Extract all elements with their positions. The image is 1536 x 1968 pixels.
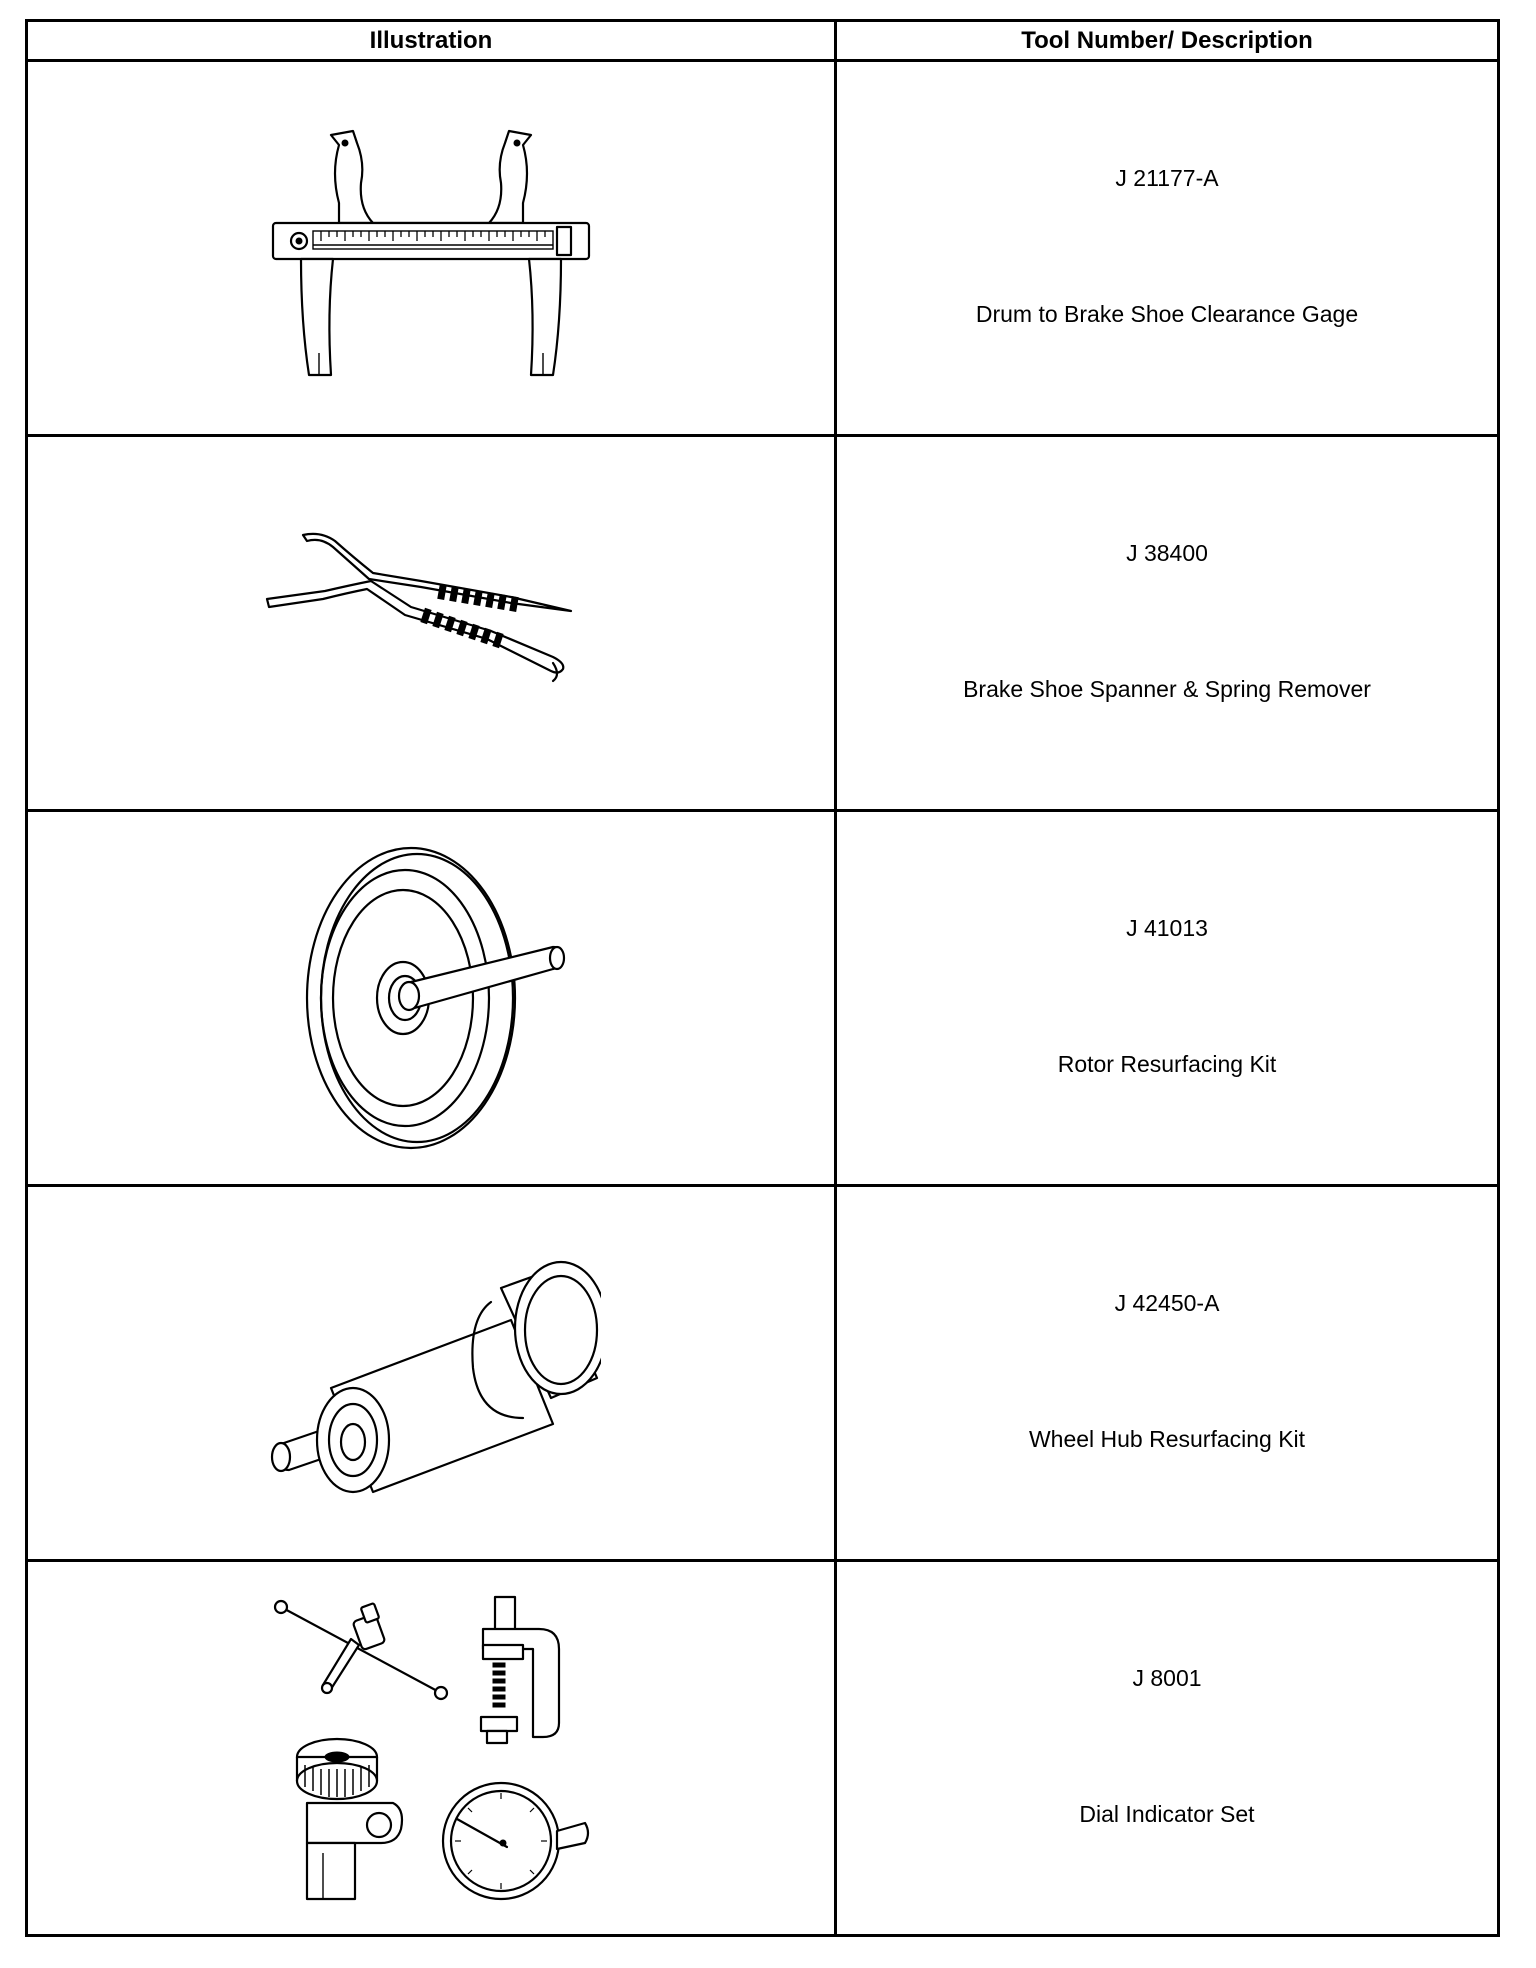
illustration-cell (25, 1559, 837, 1937)
illustration-cell (25, 1184, 837, 1562)
hub-resurfacing-cylinder-icon (270, 1260, 601, 1494)
tool-number: J 41013 (1126, 915, 1208, 941)
clearance-gage-icon (271, 129, 591, 377)
illustration-cell (25, 809, 837, 1187)
illustration-cell (25, 59, 837, 437)
tool-description: Dial Indicator Set (1079, 1801, 1255, 1827)
tool-number: J 38400 (1126, 540, 1208, 566)
tool-description: Wheel Hub Resurfacing Kit (1028, 1426, 1306, 1452)
dial-indicator-set-icon (273, 1595, 590, 1901)
tool-description: Drum to Brake Shoe Clearance Gage (975, 301, 1359, 327)
tool-number: J 21177-A (1115, 165, 1219, 191)
tool-number: J 42450-A (1114, 1290, 1220, 1316)
table-row: J 41013 Rotor Resurfacing Kit (25, 809, 1500, 1187)
tool-info-cell: J 38400 Brake Shoe Spanner & Spring Remo… (834, 434, 1500, 812)
table-header-row: Illustration Tool Number/ Description (25, 19, 1500, 62)
tool-info-cell: J 21177-A Drum to Brake Shoe Clearance G… (834, 59, 1500, 437)
tool-number: J 8001 (1132, 1665, 1202, 1691)
table-row: J 8001 Dial Indicator Set (25, 1559, 1500, 1937)
header-illustration: Illustration (25, 19, 837, 62)
illustration-cell (25, 434, 837, 812)
tool-info-cell: J 42450-A Wheel Hub Resurfacing Kit (834, 1184, 1500, 1562)
spring-remover-pliers-icon (265, 532, 573, 683)
tool-info-cell: J 41013 Rotor Resurfacing Kit (834, 809, 1500, 1187)
table-row: J 42450-A Wheel Hub Resurfacing Kit (25, 1184, 1500, 1562)
header-tool-number-description: Tool Number/ Description (834, 19, 1500, 62)
tool-description: Brake Shoe Spanner & Spring Remover (963, 676, 1371, 702)
tool-info-cell: J 8001 Dial Indicator Set (834, 1559, 1500, 1937)
table-row: J 21177-A Drum to Brake Shoe Clearance G… (25, 59, 1500, 437)
table-row: J 38400 Brake Shoe Spanner & Spring Remo… (25, 434, 1500, 812)
rotor-resurfacing-disc-icon (305, 846, 566, 1150)
special-tools-table: Illustration Tool Number/ Description (25, 19, 1500, 1937)
tool-description: Rotor Resurfacing Kit (1057, 1051, 1277, 1077)
